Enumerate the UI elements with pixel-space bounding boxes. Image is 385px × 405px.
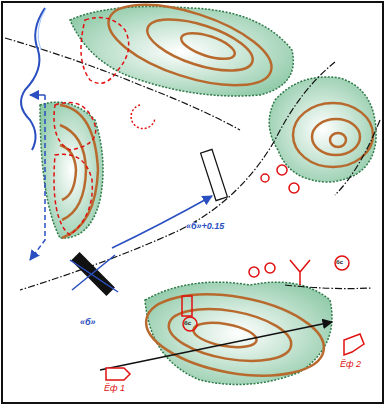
- contour-line: [60, 0, 373, 388]
- map-label: бс: [184, 320, 191, 326]
- unit-symbol: [70, 149, 227, 296]
- road: [5, 38, 380, 290]
- map-label: «б»+0.15: [186, 222, 224, 231]
- map-label: «б»: [80, 318, 96, 327]
- enemy-position: [54, 18, 349, 331]
- hill: [40, 7, 376, 385]
- map-label: бс: [336, 259, 343, 265]
- map-label: Ёф 1: [104, 384, 125, 393]
- river: [21, 8, 46, 260]
- axis-arrow: [100, 322, 332, 370]
- map-frame: [2, 2, 383, 403]
- map-label: Ёф 2: [340, 360, 361, 369]
- flag-symbol: [106, 334, 364, 380]
